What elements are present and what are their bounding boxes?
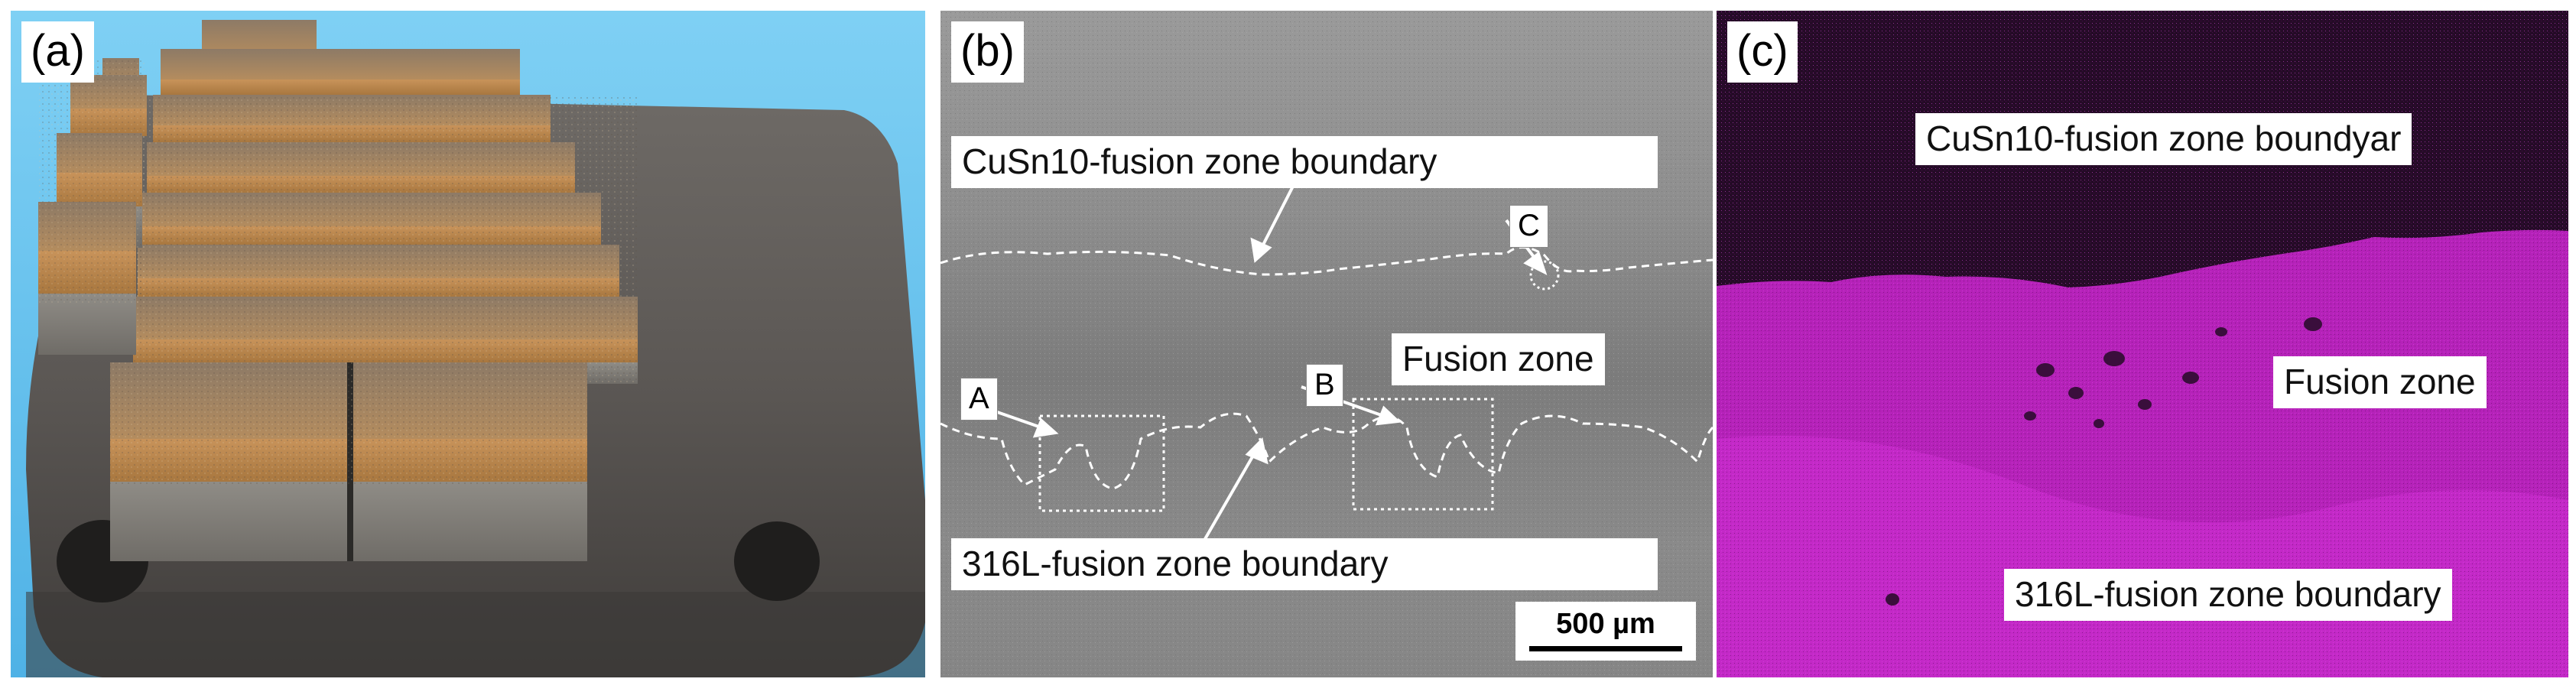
316l-boundary-label-c: 316L-fusion zone boundary <box>2004 569 2452 621</box>
316l-boundary-label: 316L-fusion zone boundary <box>951 538 1658 590</box>
printed-parts-photo <box>11 11 925 677</box>
scale-bar: 500 µm <box>1515 602 1696 661</box>
fusion-zone-label-c: Fusion zone <box>2273 356 2487 408</box>
panel-label-a: (a) <box>21 21 94 83</box>
panel-b-sem: (b) CuSn10-fusion zone boundary Fusion z… <box>940 11 1713 677</box>
panel-c-eds-map: (c) CuSn10-fusion zone boundyar Fusion z… <box>1717 11 2568 677</box>
panel-a-photo: (a) <box>11 11 925 677</box>
cusn10-boundary-label: CuSn10-fusion zone boundary <box>951 136 1658 188</box>
panel-label-b: (b) <box>951 21 1024 83</box>
scale-bar-line <box>1529 646 1682 651</box>
panel-label-c: (c) <box>1727 21 1798 83</box>
marker-c: C <box>1509 205 1548 248</box>
marker-a: A <box>960 378 998 421</box>
scale-bar-label: 500 µm <box>1556 608 1655 640</box>
fusion-zone-label: Fusion zone <box>1392 333 1605 385</box>
cusn10-boundary-label-c: CuSn10-fusion zone boundyar <box>1915 113 2412 165</box>
marker-b: B <box>1306 364 1343 407</box>
